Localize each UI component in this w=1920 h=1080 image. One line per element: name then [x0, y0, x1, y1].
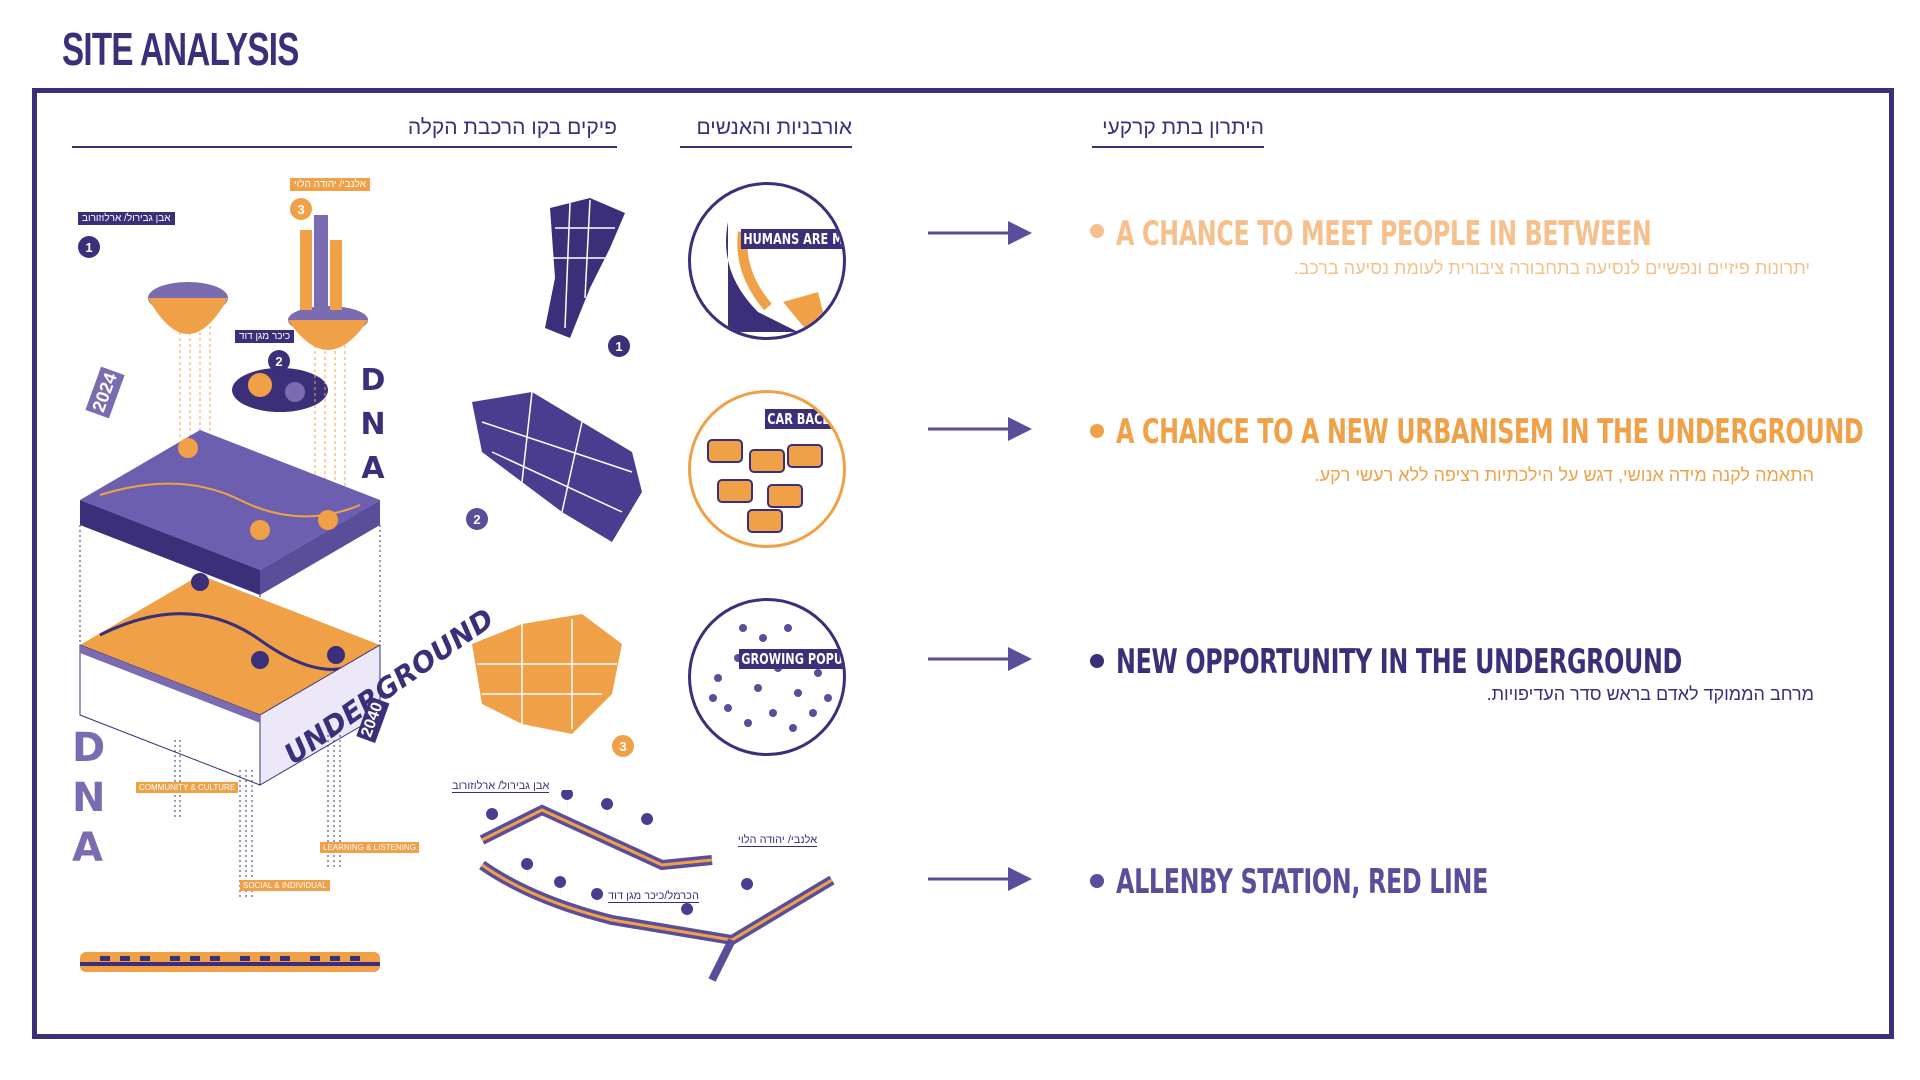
- station-tag-1: אבן גבירול/ ארלוזורוב: [78, 212, 175, 225]
- map-3-graphic: [472, 614, 622, 734]
- row-4-dot: [1090, 874, 1104, 888]
- route-label-b: אלנבי/ יהודה הלוי: [738, 834, 818, 847]
- row-1-title: A CHANCE TO MEET PEOPLE IN BETWEEN: [1116, 214, 1652, 254]
- dna-letter-n-right: N: [360, 407, 386, 442]
- page-title: SITE ANALYSIS: [62, 23, 299, 75]
- dna-letter-a-left: A: [72, 825, 103, 871]
- map-number-1: 1: [608, 335, 630, 357]
- station-number-1: 1: [78, 236, 100, 258]
- arrow-row-4: [928, 867, 1032, 891]
- row-1-dot: [1090, 224, 1104, 238]
- row-3-dot: [1090, 654, 1104, 668]
- map-number-3: 3: [612, 735, 634, 757]
- column-header-peaks: פיקים בקו הרכבת הקלה: [72, 116, 617, 148]
- route-map-graphic: [479, 790, 835, 982]
- circle-label-car: CAR BACED CITY: [765, 409, 843, 429]
- row-2-subtitle: התאמה לקנה מידה אנושי, דגש על הילכתיות ר…: [1314, 465, 1814, 485]
- floating-island-left: [148, 282, 228, 334]
- station-tag-3: אלנבי/ יהודה הלוי: [290, 178, 370, 191]
- row-2-title: A CHANCE TO A NEW URBANISEM IN THE UNDER…: [1116, 412, 1864, 452]
- arrow-row-1: [928, 221, 1032, 245]
- route-label-c: הכרמל/כיכר מגן דוד: [608, 890, 699, 903]
- map-2-graphic: [472, 391, 642, 542]
- map-1-graphic: [545, 198, 625, 338]
- floating-island-middle: [232, 368, 328, 412]
- floating-island-right: [288, 215, 368, 350]
- station-number-3: 3: [290, 198, 312, 220]
- map-number-2: 2: [466, 508, 488, 530]
- isometric-layers-graphic: [79, 215, 381, 972]
- tag-learning-listening: LEARNING & LISTENING: [320, 842, 419, 853]
- dna-letter-n-left: N: [72, 775, 106, 821]
- dna-letter-d-right: D: [360, 363, 386, 398]
- circle-label-humans: HUMANS ARE MACHINES: [741, 229, 843, 249]
- row-1-subtitle: יתרונות פיזיים ונפשיים לנסיעה בתחבורה צי…: [1293, 258, 1810, 278]
- route-label-a: אבן גבירול/ ארלוזורוב: [452, 780, 550, 793]
- arrow-row-2: [928, 417, 1032, 441]
- arrow-row-3: [928, 647, 1032, 671]
- circle-growing-population: GROWING POPULATION: [688, 598, 846, 756]
- row-2-dot: [1090, 424, 1104, 438]
- row-4-title: ALLENBY STATION, RED LINE: [1116, 862, 1489, 902]
- station-tag-2: כיכר מגן דוד: [235, 330, 295, 343]
- dna-letter-a-right: A: [361, 451, 385, 486]
- dna-letter-d-left: D: [72, 725, 106, 771]
- column-header-underground: היתרון בתת קרקעי: [1092, 116, 1264, 148]
- circle-humans-are-machines: HUMANS ARE MACHINES: [688, 182, 846, 340]
- content-frame: [32, 88, 1894, 1039]
- circle-car-baced-city: CAR BACED CITY: [688, 390, 846, 548]
- station-number-2: 2: [268, 350, 290, 372]
- tag-social-individual: SOCIAL & INDIVIDUAL: [240, 880, 330, 891]
- row-3-subtitle: מרחב הממוקד לאדם בראש סדר העדיפויות.: [1486, 684, 1814, 704]
- tag-community-culture: COMMUNITY & CULTURE: [136, 782, 239, 793]
- row-3-title: NEW OPPORTUNITY IN THE UNDERGROUND: [1116, 642, 1682, 682]
- train-graphic: [80, 952, 380, 972]
- left-illustration: אבן גבירול/ ארלוזורוב 1 אלנבי/ יהודה הלו…: [60, 170, 500, 990]
- circle-label-population: GROWING POPULATION: [739, 649, 843, 669]
- column-header-urbanism: אורבניות והאנשים: [680, 116, 852, 148]
